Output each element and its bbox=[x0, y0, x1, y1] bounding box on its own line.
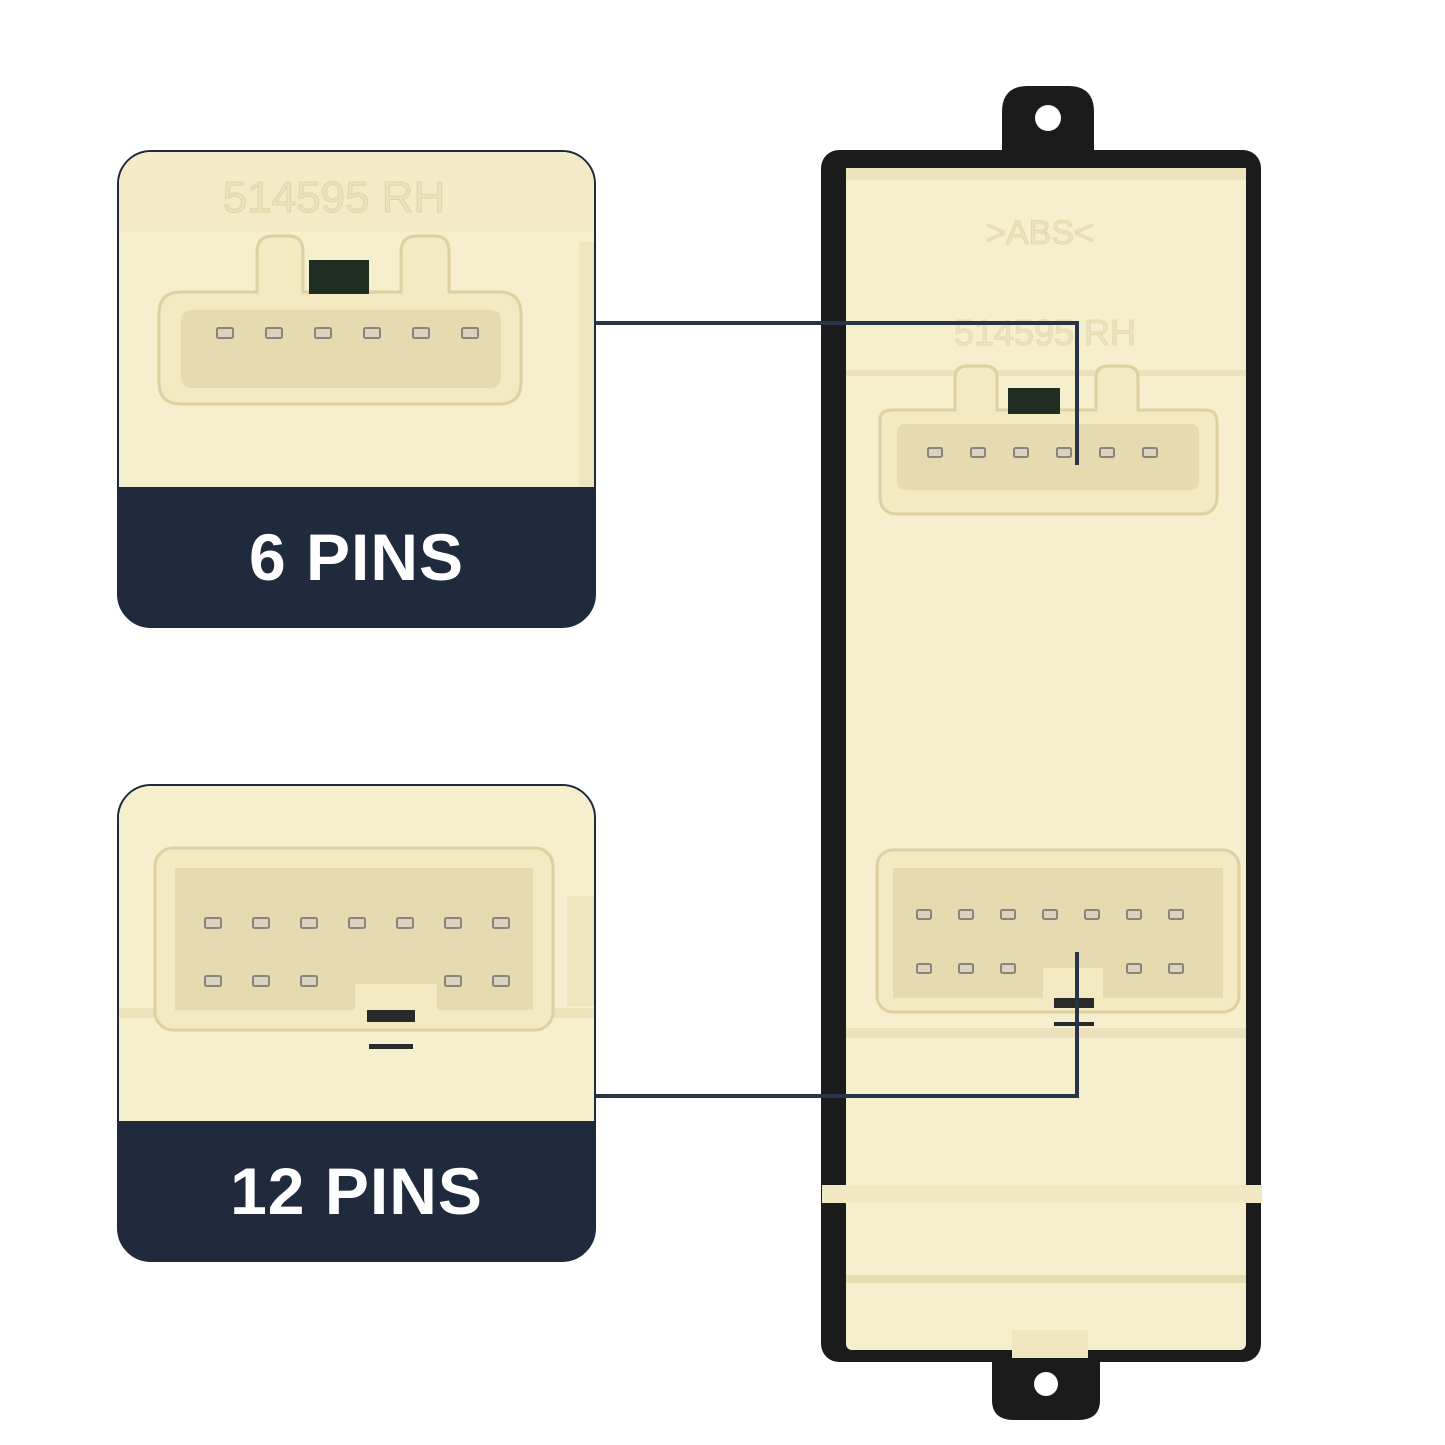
pin-terminal bbox=[396, 917, 414, 929]
material-marking: >ABS< bbox=[986, 214, 1094, 252]
twelve-pin-leader-line bbox=[592, 952, 1079, 1098]
pin-terminal bbox=[444, 975, 462, 987]
pin-terminal bbox=[1126, 909, 1142, 920]
pin-terminal bbox=[1168, 963, 1184, 974]
pin-terminal bbox=[314, 327, 332, 339]
pin-terminal bbox=[916, 963, 932, 974]
pin-terminal bbox=[958, 909, 974, 920]
pin-terminal bbox=[1084, 909, 1100, 920]
pin-terminal bbox=[1000, 909, 1016, 920]
pin-terminal bbox=[492, 917, 510, 929]
pin-terminal bbox=[461, 327, 479, 339]
pin-terminal bbox=[252, 917, 270, 929]
pin-terminal bbox=[412, 327, 430, 339]
pin-terminal bbox=[970, 447, 986, 458]
pin-terminal bbox=[204, 917, 222, 929]
six-pin-callout: 514595 RH 6 PINS bbox=[117, 150, 596, 628]
pin-terminal bbox=[492, 975, 510, 987]
six-pin-closeup: 514595 RH bbox=[119, 152, 594, 487]
pin-terminal bbox=[1013, 447, 1029, 458]
pin-terminal bbox=[204, 975, 222, 987]
pin-terminal bbox=[1000, 963, 1016, 974]
pin-terminal bbox=[363, 327, 381, 339]
part-number-marking: 514595 RH bbox=[954, 312, 1136, 353]
pin-terminal bbox=[252, 975, 270, 987]
pin-terminal bbox=[300, 917, 318, 929]
pin-terminal bbox=[265, 327, 283, 339]
pin-terminal bbox=[216, 327, 234, 339]
pin-terminal bbox=[300, 975, 318, 987]
pin-terminal bbox=[1168, 909, 1184, 920]
pin-terminal bbox=[1126, 963, 1142, 974]
six-pin-label: 6 PINS bbox=[248, 519, 465, 594]
six-pin-connector bbox=[878, 364, 1219, 516]
twelve-pin-closeup bbox=[119, 786, 594, 1121]
pin-terminal bbox=[444, 917, 462, 929]
twelve-pin-connector bbox=[875, 848, 1241, 1026]
six-pin-leader-line bbox=[592, 321, 1079, 465]
part-number-closeup: 514595 RH bbox=[223, 173, 446, 222]
twelve-pin-label-band: 12 PINS bbox=[119, 1121, 594, 1260]
pin-terminal bbox=[1142, 447, 1158, 458]
pin-terminal bbox=[1056, 447, 1072, 458]
pin-terminal bbox=[1099, 447, 1115, 458]
twelve-pin-callout: 12 PINS bbox=[117, 784, 596, 1262]
twelve-pin-label: 12 PINS bbox=[230, 1153, 483, 1228]
pin-terminal bbox=[916, 909, 932, 920]
top-mount-tab bbox=[1002, 86, 1094, 160]
pin-terminal bbox=[927, 447, 943, 458]
bottom-mount-tab bbox=[992, 1350, 1100, 1420]
pin-terminal bbox=[1042, 909, 1058, 920]
pin-terminal bbox=[958, 963, 974, 974]
pin-terminal bbox=[348, 917, 366, 929]
six-pin-label-band: 6 PINS bbox=[119, 487, 594, 626]
